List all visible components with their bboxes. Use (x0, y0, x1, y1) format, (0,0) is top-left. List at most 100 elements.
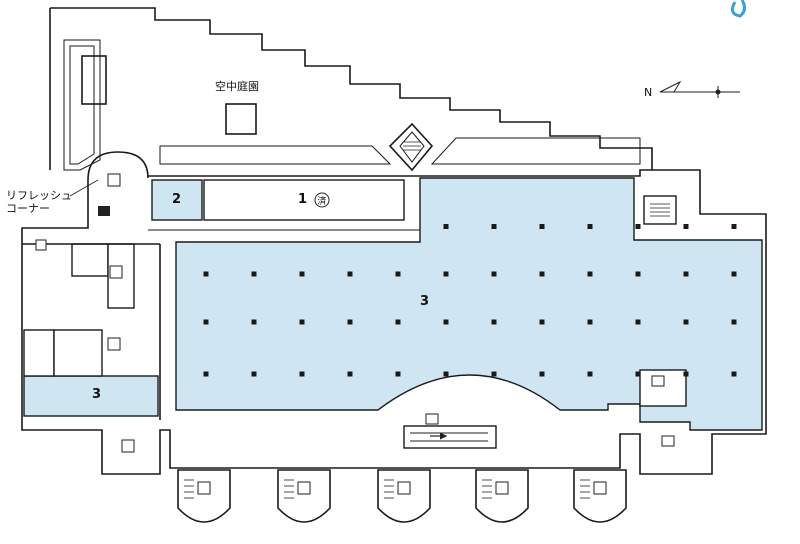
atrium-diamond (388, 122, 434, 172)
room-3-main-label: 3 (420, 294, 429, 309)
north-arrow-icon (659, 80, 740, 98)
pillar (539, 319, 545, 325)
pillar (635, 271, 641, 277)
service-core-right (639, 369, 687, 407)
pillar (491, 271, 497, 277)
room-1 (203, 179, 405, 221)
pillar (539, 224, 545, 229)
room-3-left-label: 3 (92, 387, 101, 402)
pillar (683, 371, 689, 377)
elevator-icon (495, 481, 509, 495)
garden-box-center (225, 103, 257, 135)
pillar (347, 271, 353, 277)
room-3-left (23, 375, 159, 417)
pillar (299, 319, 305, 325)
pillar (539, 271, 545, 277)
pillar (395, 271, 401, 277)
refresh-corner-label-2: コーナー (6, 202, 50, 215)
pillar (731, 224, 737, 229)
stair-towers (177, 469, 627, 523)
room-2 (151, 179, 203, 221)
pillar (443, 371, 449, 377)
stairs-icon (650, 203, 670, 217)
elevator-icon (121, 439, 135, 453)
escalator (403, 425, 497, 449)
refresh-corner-label-1: リフレッシュ (6, 189, 72, 202)
pillar (203, 371, 209, 377)
stair-tower (573, 469, 627, 523)
pillar (347, 319, 353, 325)
escalator-icon (425, 413, 439, 425)
pillar (251, 371, 257, 377)
pillar (347, 371, 353, 377)
stair-tower (277, 469, 331, 523)
pillar (491, 371, 497, 377)
elevator-icon (197, 481, 211, 495)
pillar (203, 271, 209, 277)
elevator-icon (661, 435, 675, 447)
pillar (683, 319, 689, 325)
pillar (731, 371, 737, 377)
pillar (491, 224, 497, 229)
stair-tower (177, 469, 231, 523)
planter-strip-right (430, 137, 641, 165)
elevator-icon (397, 481, 411, 495)
elevator-icon (109, 265, 123, 279)
room-2-label: 2 (172, 192, 181, 207)
room-1-label: 1 (298, 192, 307, 207)
pillar (251, 319, 257, 325)
pillar (635, 371, 641, 377)
corner-mark (730, 0, 747, 18)
refresh-leader-line (69, 179, 99, 197)
room-1-badge (314, 192, 330, 208)
garden-label: 空中庭園 (215, 79, 259, 93)
pillar-grid (203, 224, 737, 377)
atrium-stairs-icon (403, 141, 421, 151)
pillar (587, 224, 593, 229)
building-outline (21, 151, 767, 475)
left-block-b (53, 329, 103, 377)
pillar (587, 271, 593, 277)
left-block-c (71, 243, 109, 277)
pillar (635, 224, 641, 229)
atrium-diamond-inner (399, 131, 425, 163)
pillar (587, 319, 593, 325)
elevator-icon (107, 173, 121, 187)
elevator-icon (98, 206, 110, 216)
elevator-icon (35, 239, 47, 251)
left-block-a (23, 329, 55, 377)
pillar (299, 371, 305, 377)
pillar (683, 271, 689, 277)
pillar (491, 319, 497, 325)
elevator-icon (651, 375, 665, 387)
elevator-icon (593, 481, 607, 495)
elevator-icon (297, 481, 311, 495)
garden-box-left (81, 55, 107, 105)
pillar (539, 371, 545, 377)
pillar (731, 271, 737, 277)
pillar (443, 271, 449, 277)
north-label: N (644, 86, 652, 99)
pillar (443, 319, 449, 325)
pillar (683, 224, 689, 229)
pillar (443, 224, 449, 229)
pillar (251, 271, 257, 277)
elevator-icon (107, 337, 121, 351)
stair-tower (475, 469, 529, 523)
garden-planter-left-inner (69, 45, 95, 165)
planter-strip-left (159, 145, 392, 165)
pillar (731, 319, 737, 325)
stair-core-top-right (643, 195, 677, 225)
pillar (395, 319, 401, 325)
pillar (299, 271, 305, 277)
pillar (395, 371, 401, 377)
pillar (587, 371, 593, 377)
pillar (635, 319, 641, 325)
stair-tower (377, 469, 431, 523)
garden-planter-left (63, 39, 101, 171)
pillar (203, 319, 209, 325)
rooftop-outline (50, 7, 653, 170)
room-3-main (175, 177, 763, 431)
room-1-badge-text: 済 (317, 195, 326, 207)
